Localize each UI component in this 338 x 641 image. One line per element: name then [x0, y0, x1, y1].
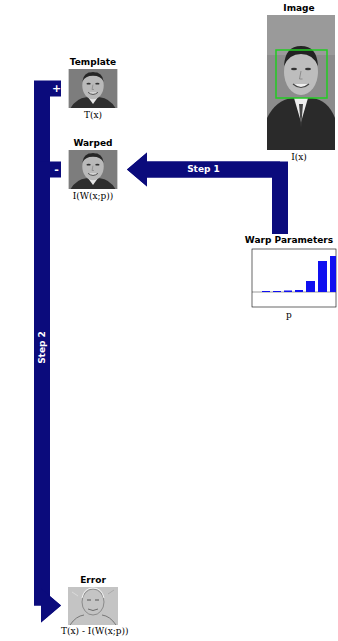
panel-heading: Warped: [61, 137, 125, 149]
picture-slot: [61, 68, 125, 109]
panel-heading: Template: [61, 56, 125, 68]
step-arrow: [41, 170, 61, 623]
parameter-chart: [252, 249, 336, 307]
panel-heading: Warp Parameters: [242, 234, 336, 246]
step-label: Step 2: [36, 331, 47, 364]
panel-heading: Error: [61, 574, 125, 586]
arrow-head: [41, 589, 61, 623]
warped-panel: WarpedI(W(x;p)): [61, 137, 125, 202]
step-arrow: [127, 153, 280, 235]
picture-slot: [242, 246, 336, 309]
error-photo: [68, 587, 118, 625]
arrow-head: [41, 589, 61, 623]
panel-heading: Image: [262, 2, 336, 14]
arrow-shaft: [41, 170, 61, 606]
panel-formula: p: [242, 309, 336, 321]
sign-label: -: [54, 164, 59, 175]
error-panel: ErrorT(x) - I(W(x;p)): [61, 574, 125, 637]
panel-formula: I(x): [262, 151, 336, 163]
panel-formula: T(x): [61, 109, 125, 121]
arrow-head: [127, 153, 147, 187]
picture-slot: [262, 14, 336, 151]
step-label: Step 1: [187, 164, 220, 175]
warped-photo: [69, 150, 118, 189]
arrow-shaft: [147, 170, 280, 235]
picture-slot: [61, 149, 125, 190]
input-photo: [267, 15, 335, 150]
parameters-panel: Warp Parameters p: [242, 234, 336, 321]
picture-slot: [61, 586, 125, 625]
template-panel: TemplateT(x): [61, 56, 125, 121]
panel-formula: T(x) - I(W(x;p)): [61, 625, 125, 637]
sign-label: +: [52, 83, 61, 94]
panel-formula: I(W(x;p)): [61, 190, 125, 202]
image-panel: ImageI(x): [262, 2, 336, 163]
template-photo: [69, 69, 118, 108]
arrow-head: [127, 153, 147, 187]
